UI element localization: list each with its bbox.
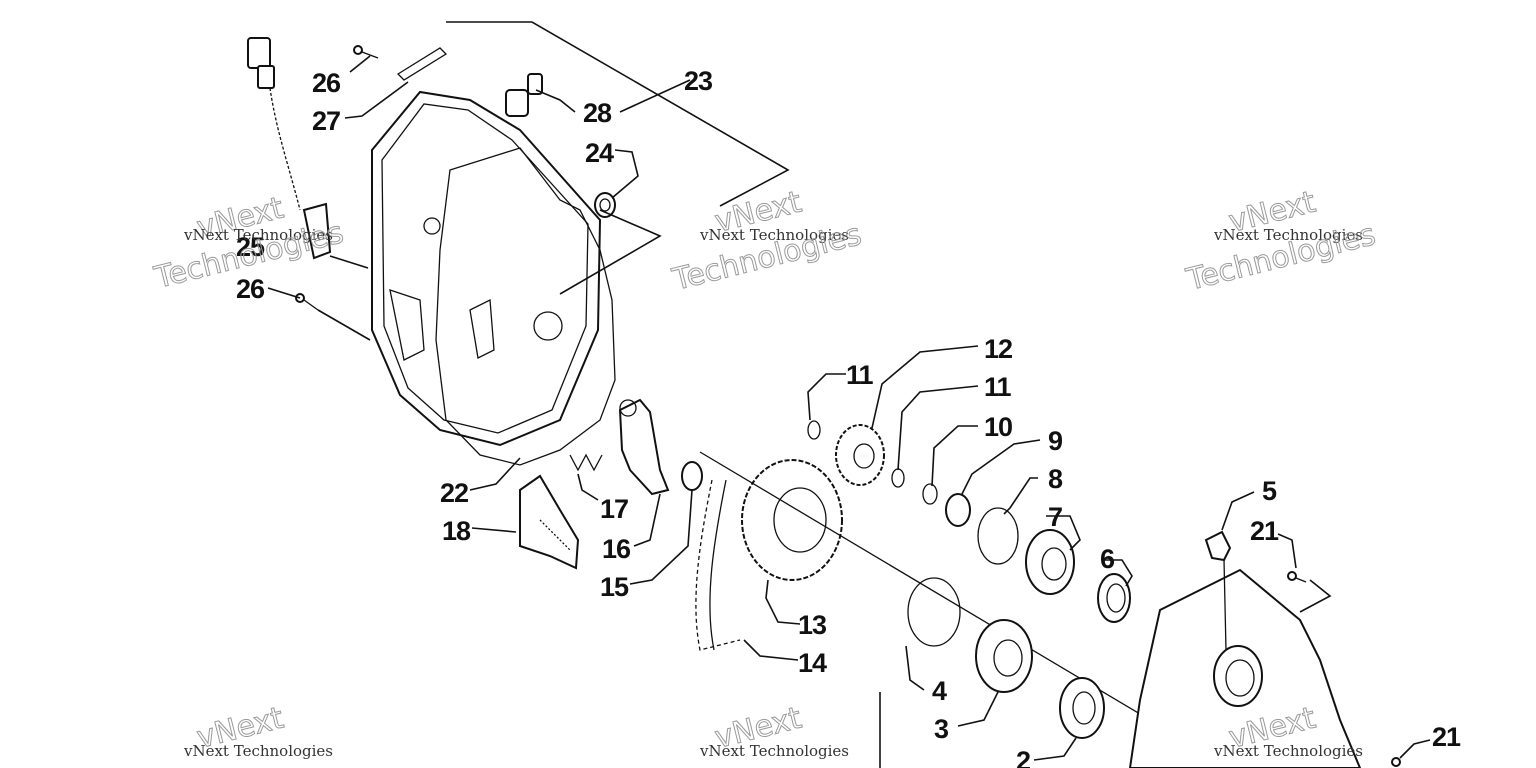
- callout-6: 6: [1100, 544, 1115, 574]
- callout-18: 18: [442, 516, 471, 546]
- callout-11-top: 11: [846, 360, 874, 390]
- callout-28: 28: [583, 98, 612, 128]
- callout-15: 15: [600, 572, 629, 602]
- dipstick: [396, 47, 448, 81]
- screw-mid: [295, 293, 319, 311]
- callout-3: 3: [934, 714, 949, 744]
- callout-5: 5: [1262, 476, 1277, 506]
- speed-sensor-harness: [247, 37, 332, 260]
- spacer-9: [945, 493, 971, 527]
- callout-21-top: 21: [1250, 516, 1279, 546]
- seal-6: [1097, 573, 1131, 623]
- snap-ring-11a: [807, 420, 821, 440]
- snap-ring-11b: [891, 468, 905, 488]
- drive-chain: [695, 479, 741, 651]
- chaincase-cover: [371, 90, 602, 447]
- bearing-7: [1025, 529, 1075, 595]
- vent-fitting: [1204, 530, 1232, 651]
- watermark-center-bottom: vNext vNext Technologies: [699, 700, 849, 760]
- callout-13: 13: [798, 610, 827, 640]
- small-sprocket: [835, 424, 885, 486]
- callout-11-mid: 11: [984, 372, 1012, 402]
- tensioner-shoe: [519, 474, 580, 570]
- svg-text:vNext Technologies: vNext Technologies: [183, 742, 333, 760]
- fill-plug: [505, 73, 543, 117]
- seal-2: [1059, 677, 1105, 739]
- cover-gasket: [435, 147, 616, 466]
- callout-26-top: 26: [312, 68, 341, 98]
- callout-labels: 26 27 28 23 24 25 26 22 17 18 16 15 11 1…: [236, 66, 1462, 768]
- callout-4: 4: [932, 676, 947, 706]
- callout-10: 10: [984, 412, 1012, 442]
- callout-7: 7: [1048, 502, 1062, 532]
- svg-text:vNext Technologies: vNext Technologies: [699, 226, 849, 244]
- seal: [594, 192, 616, 218]
- washer-10: [922, 483, 938, 505]
- screw-21b: [1391, 757, 1401, 767]
- screw-21a: [1287, 571, 1307, 583]
- callout-27: 27: [312, 106, 340, 136]
- tensioner-spring: [569, 453, 603, 472]
- svg-text:vNext Technologies: vNext Technologies: [183, 226, 333, 244]
- screw-top: [353, 45, 379, 59]
- svg-text:vNext Technologies: vNext Technologies: [1213, 742, 1363, 760]
- callout-9: 9: [1048, 426, 1063, 456]
- callout-21-bottom: 21: [1432, 722, 1461, 752]
- snap-ring-15: [681, 461, 703, 491]
- watermark-left-bottom: vNext vNext Technologies: [183, 700, 333, 760]
- callout-14: 14: [798, 648, 827, 678]
- callout-23: 23: [684, 66, 713, 96]
- bearing-3: [975, 619, 1033, 693]
- callout-17: 17: [600, 494, 628, 524]
- o-ring-4: [907, 577, 961, 647]
- o-ring-8: [977, 507, 1019, 565]
- large-sprocket: [741, 459, 843, 581]
- watermark-center-top: vNext vNext Technologies Technologies: [668, 184, 865, 298]
- chaincase-housing: [1128, 568, 1362, 768]
- tensioner-arm: [618, 398, 670, 496]
- callout-16: 16: [602, 534, 631, 564]
- callout-8: 8: [1048, 464, 1063, 494]
- svg-text:vNext Technologies: vNext Technologies: [699, 742, 849, 760]
- callout-2: 2: [1016, 746, 1030, 768]
- callout-22: 22: [440, 478, 468, 508]
- callout-24: 24: [585, 138, 614, 168]
- leader-lines: [267, 21, 1431, 768]
- callout-25: 25: [236, 232, 265, 262]
- callout-12: 12: [984, 334, 1012, 364]
- svg-text:vNext Technologies: vNext Technologies: [1213, 226, 1363, 244]
- watermark-right-top: vNext vNext Technologies Technologies: [1182, 184, 1379, 298]
- callout-26-mid: 26: [236, 274, 265, 304]
